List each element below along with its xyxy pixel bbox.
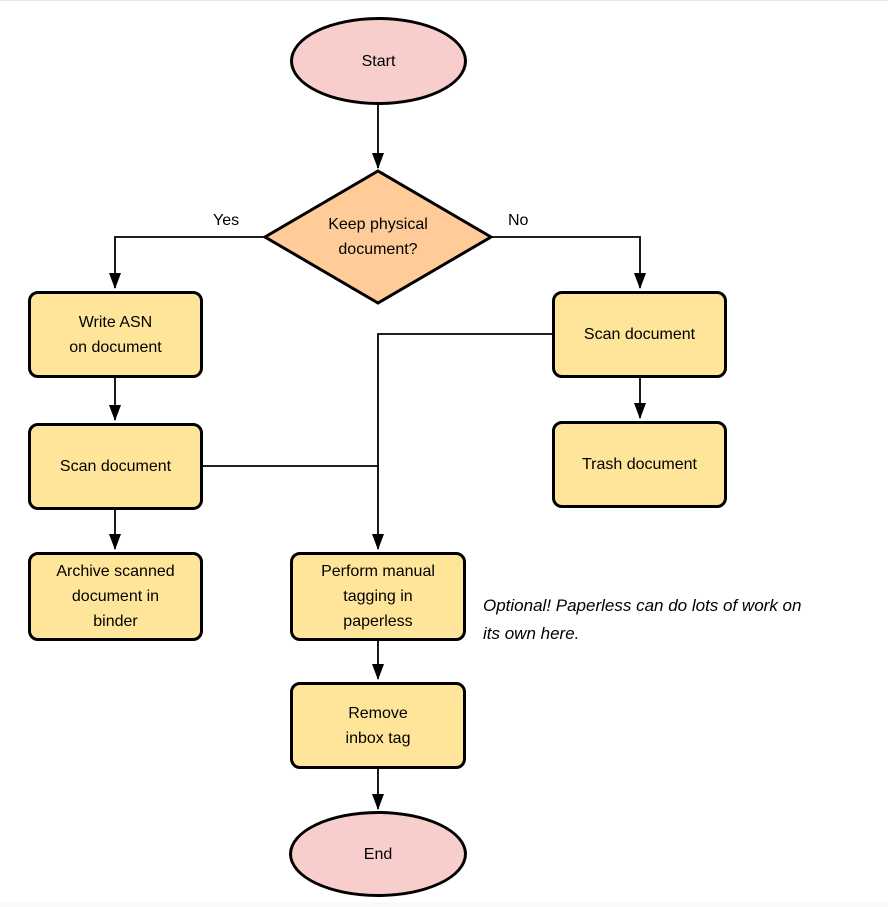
node-trash-document: Trash document bbox=[552, 421, 727, 508]
scan-right-label: Scan document bbox=[583, 326, 696, 343]
node-write-asn: Write ASN on document bbox=[28, 291, 203, 378]
write-asn-line-1: Write ASN bbox=[78, 313, 153, 331]
node-decision-label: Keep physical document? bbox=[265, 171, 491, 303]
node-end: End bbox=[289, 811, 467, 897]
edge-decision-yes-to-write-asn bbox=[109, 236, 265, 289]
node-end-label: End bbox=[363, 845, 393, 863]
page-bottom-divider bbox=[0, 0, 888, 1]
node-scan-document-right: Scan document bbox=[552, 291, 727, 378]
tagging-line-3: paperless bbox=[343, 613, 413, 630]
node-remove-inbox-tag: Remove inbox tag bbox=[290, 682, 466, 769]
annotation-line-1: Optional! Paperless can do lots of work … bbox=[483, 596, 802, 615]
archive-line-2: document in bbox=[71, 588, 160, 605]
decision-line-2: document? bbox=[338, 241, 418, 258]
remove-inbox-line-1: Remove bbox=[348, 704, 408, 722]
edge-scan-right-to-tagging bbox=[372, 333, 552, 550]
archive-line-3: binder bbox=[93, 613, 138, 630]
edge-label-yes: Yes bbox=[213, 212, 240, 229]
node-scan-document-left: Scan document bbox=[28, 423, 203, 510]
annotation-line-2: its own here. bbox=[483, 624, 580, 643]
node-start: Start bbox=[290, 17, 467, 105]
tagging-line-2: tagging in bbox=[343, 588, 413, 605]
decision-line-1: Keep physical bbox=[328, 216, 428, 233]
edge-decision-no-to-scan-right bbox=[491, 236, 646, 289]
page-bottom-strip bbox=[0, 902, 888, 907]
node-start-label: Start bbox=[361, 52, 396, 70]
write-asn-line-2: on document bbox=[69, 338, 162, 356]
remove-inbox-line-2: inbox tag bbox=[345, 729, 411, 747]
optional-annotation: Optional! Paperless can do lots of work … bbox=[483, 592, 801, 648]
tagging-line-1: Perform manual bbox=[321, 563, 435, 580]
archive-line-1: Archive scanned bbox=[56, 563, 175, 580]
decision-diamond-shape bbox=[262, 169, 494, 305]
trash-label: Trash document bbox=[581, 456, 697, 473]
edge-label-no: No bbox=[508, 212, 529, 229]
node-archive-in-binder: Archive scanned document in binder bbox=[28, 552, 203, 641]
node-manual-tagging: Perform manual tagging in paperless bbox=[290, 552, 466, 641]
scan-left-label: Scan document bbox=[59, 458, 172, 475]
